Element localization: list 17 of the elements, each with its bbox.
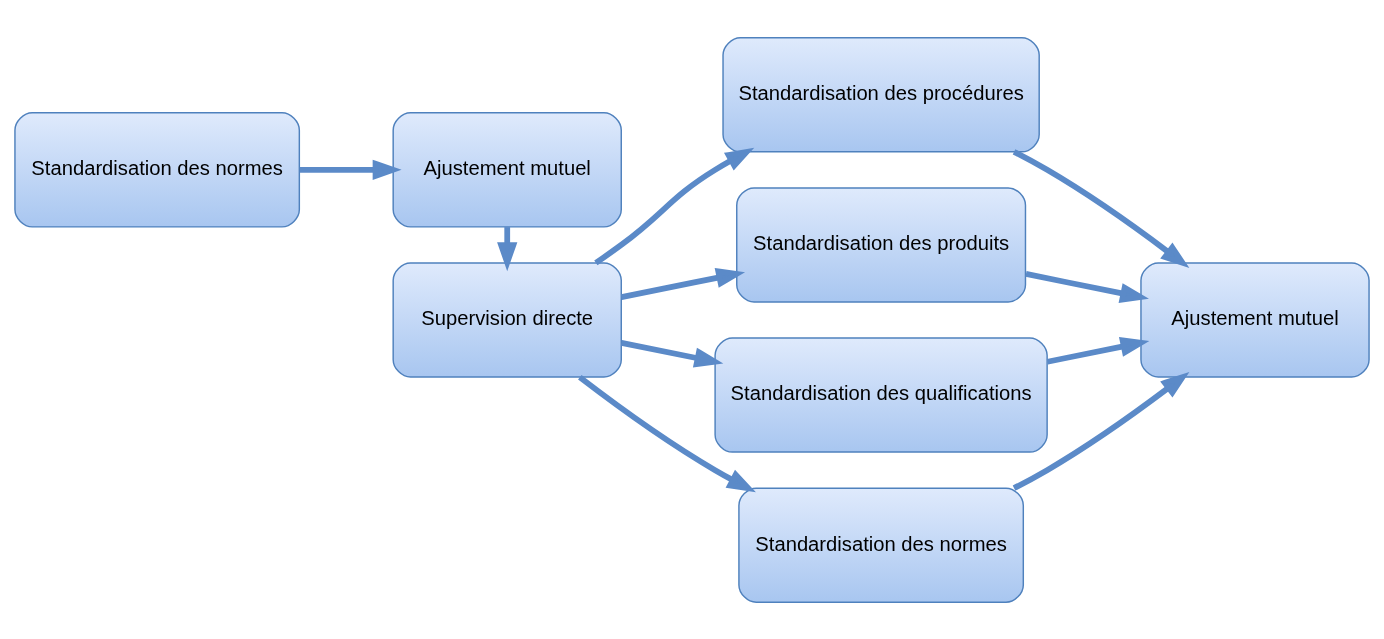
arrow <box>1046 336 1150 365</box>
node-box: Ajustement mutuel <box>1140 261 1370 378</box>
node-box: Ajustement mutuel <box>392 111 622 228</box>
arrow <box>620 267 746 300</box>
node-box: Standardisation des procédures <box>722 36 1040 153</box>
arrow <box>578 374 756 492</box>
arrow <box>1012 148 1190 268</box>
arrow <box>1012 371 1190 491</box>
arrow <box>299 159 402 180</box>
arrow <box>594 147 755 265</box>
node-box: Standardisation des normes <box>738 486 1025 603</box>
arrow <box>620 339 724 368</box>
arrow <box>1025 270 1149 303</box>
node-box: Standardisation des produits <box>736 186 1027 303</box>
node-box: Standardisation des normes <box>14 111 301 228</box>
node-box: Supervision directe <box>392 261 622 378</box>
node-box: Standardisation des qualifications <box>714 336 1048 453</box>
